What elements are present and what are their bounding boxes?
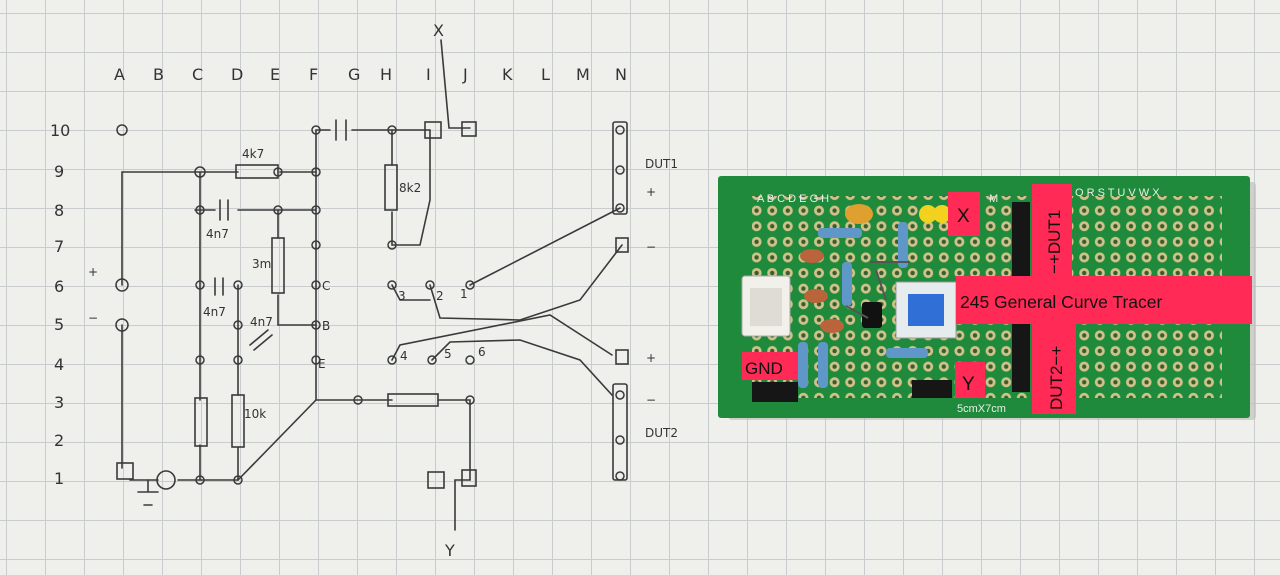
dut1-plus: + <box>646 185 656 199</box>
column-label-g: G <box>348 65 360 84</box>
board-column-letters-far: O R S T U V W X <box>1075 187 1160 199</box>
column-label-l: L <box>541 65 550 84</box>
column-label-m: M <box>576 65 590 84</box>
resistor-8k2-label: 8k2 <box>399 181 421 195</box>
pin-5-label: 5 <box>444 347 452 361</box>
node-e-label: E <box>318 357 326 371</box>
probe-x-label: X <box>433 21 444 40</box>
schematic-sketch: X Y A B C D E F G H I J K L M N 10 9 8 7… <box>50 21 678 560</box>
input-minus: − <box>88 311 98 325</box>
column-label-i: I <box>426 65 431 84</box>
dut2-label: DUT2 <box>645 426 678 440</box>
row-label-4: 4 <box>54 355 64 374</box>
pin-4-label: 4 <box>400 349 408 363</box>
node-c-label: C <box>322 279 330 293</box>
row-label-1: 1 <box>54 469 64 488</box>
pin-2-label: 2 <box>436 289 444 303</box>
resistor-3m-label: 3m <box>252 257 271 271</box>
dut2-minus: − <box>646 393 656 407</box>
probe-y-label: Y <box>444 541 455 560</box>
dut2-plus: + <box>646 351 656 365</box>
cap-4n7-label-1: 4n7 <box>206 227 229 241</box>
column-label-k: K <box>502 65 513 84</box>
row-label-7: 7 <box>54 237 64 256</box>
board-dut2-label: DUT2−+ <box>1047 346 1066 410</box>
board-y-label: Y <box>962 374 975 395</box>
row-label-8: 8 <box>54 201 64 220</box>
row-label-10: 10 <box>50 121 70 140</box>
column-label-a: A <box>114 65 125 84</box>
cap-4n7-label-3: 4n7 <box>250 315 273 329</box>
column-label-j: J <box>462 65 468 84</box>
pin-1-label: 1 <box>460 287 468 301</box>
node-b-label: B <box>322 319 330 333</box>
board-gnd-label: GND <box>745 359 783 378</box>
board-column-letters: A B C D E G H <box>757 193 829 205</box>
row-label-2: 2 <box>54 431 64 450</box>
column-label-f: F <box>309 65 318 84</box>
resistor-4k7-label: 4k7 <box>242 147 264 161</box>
board-dut1-label: −+DUT1 <box>1045 210 1064 274</box>
dut1-minus: − <box>646 240 656 254</box>
dut1-label: DUT1 <box>645 157 678 171</box>
input-plus: + <box>88 265 98 279</box>
column-label-c: C <box>192 65 203 84</box>
row-label-6: 6 <box>54 277 64 296</box>
column-label-b: B <box>153 65 164 84</box>
row-label-5: 5 <box>54 315 64 334</box>
cap-4n7-label-2: 4n7 <box>203 305 226 319</box>
board-components <box>741 202 1030 402</box>
column-label-n: N <box>615 65 627 84</box>
board-column-letter-m: M <box>989 193 998 205</box>
resistor-10k-label: 10k <box>244 407 266 421</box>
board-title: 245 General Curve Tracer <box>960 292 1162 312</box>
column-label-h: H <box>380 65 392 84</box>
row-label-3: 3 <box>54 393 64 412</box>
board-size-text: 5cmX7cm <box>957 403 1006 415</box>
pin-6-label: 6 <box>478 345 486 359</box>
board-x-label: X <box>957 206 970 227</box>
pin-3-label: 3 <box>398 289 406 303</box>
column-label-d: D <box>231 65 243 84</box>
row-label-9: 9 <box>54 162 64 181</box>
column-label-e: E <box>270 65 280 84</box>
